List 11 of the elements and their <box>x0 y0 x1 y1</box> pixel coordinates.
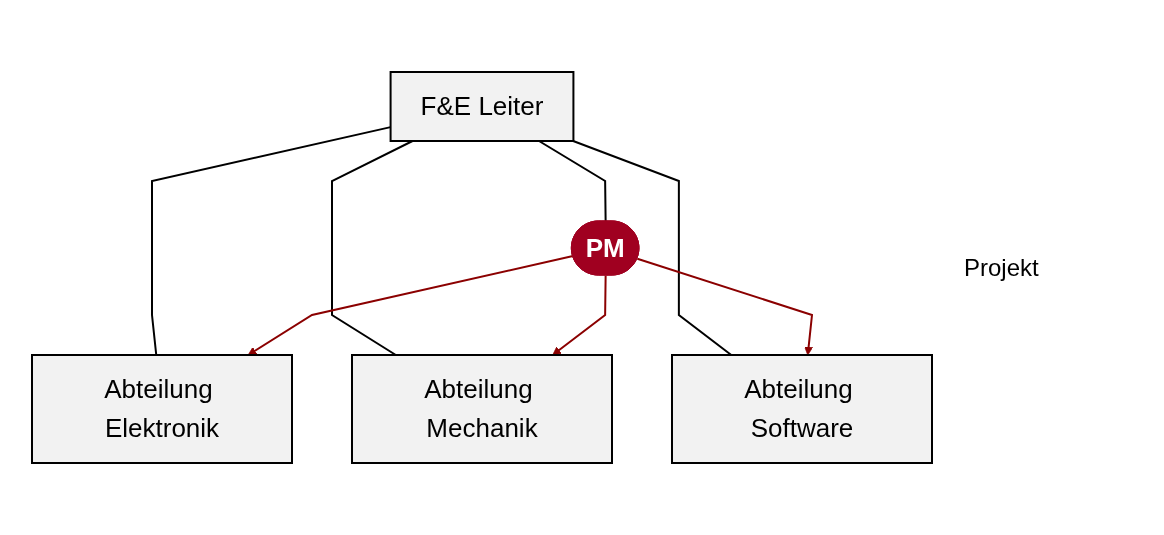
node-box: F&E Leiter <box>389 71 575 142</box>
connector <box>538 140 607 223</box>
side-label: Projekt <box>964 253 1040 282</box>
connector <box>572 140 733 356</box>
connector <box>331 140 414 356</box>
node-box: Abteilung Mechanik <box>351 354 613 464</box>
node-box: Abteilung Software <box>671 354 933 464</box>
node-box: Abteilung Elektronik <box>31 354 293 464</box>
arrow <box>636 257 814 356</box>
arrow <box>552 274 607 356</box>
arrow <box>247 254 574 356</box>
